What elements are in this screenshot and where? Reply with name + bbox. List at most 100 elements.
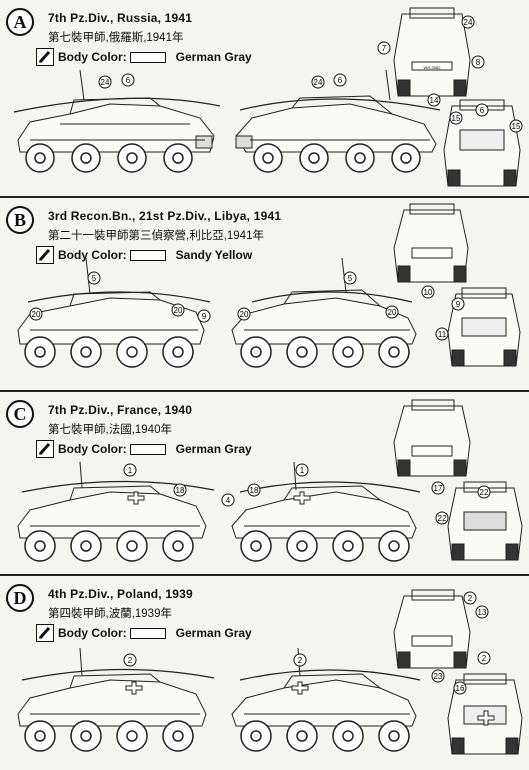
scheme-title: 7th Pz.Div., France, 1940 [48, 403, 193, 417]
body-color-label: Body Color: [58, 50, 127, 64]
svg-text:2: 2 [468, 594, 473, 603]
color-swatch [129, 627, 166, 639]
paint-brush-icon [36, 624, 54, 642]
callouts-b: 5 20 20 9 5 20 20 10 9 11 [29, 271, 465, 341]
svg-text:23: 23 [434, 672, 443, 681]
svg-text:24: 24 [101, 78, 110, 87]
body-color-name: German Gray [175, 626, 252, 640]
svg-text:18: 18 [250, 486, 259, 495]
svg-text:6: 6 [338, 76, 343, 85]
svg-text:8: 8 [476, 58, 481, 67]
scheme-subtitle: 第四裝甲師,波蘭,1939年 [48, 608, 172, 620]
svg-text:5: 5 [348, 274, 353, 283]
svg-text:5: 5 [92, 274, 97, 283]
side-view-right [231, 257, 417, 345]
svg-text:22: 22 [438, 514, 447, 523]
body-color-name: Sandy Yellow [175, 248, 253, 262]
svg-text:11: 11 [438, 330, 447, 339]
scheme-letter: C [6, 400, 34, 428]
svg-text:2: 2 [298, 656, 303, 665]
scheme-d-section: D 4th Pz.Div., Poland, 1939 第四裝甲師,波蘭,193… [0, 574, 529, 768]
svg-text:6: 6 [480, 106, 485, 115]
body-color-name: German Gray [175, 442, 252, 456]
color-swatch [129, 51, 166, 63]
body-color-line: Body Color: German Gray [36, 440, 252, 458]
svg-text:17: 17 [434, 484, 443, 493]
body-color-name: German Gray [175, 50, 252, 64]
scheme-b-section: B 3rd Recon.Bn., 21st Pz.Div., Libya, 19… [0, 196, 529, 390]
body-color-label: Body Color: [58, 626, 127, 640]
scheme-subtitle: 第七裝甲師,法國,1940年 [48, 424, 172, 436]
front-view-top [393, 589, 471, 669]
color-swatch [129, 443, 166, 455]
svg-text:24: 24 [314, 78, 323, 87]
side-view-left [17, 647, 215, 727]
scheme-letter: A [6, 8, 34, 36]
svg-text:13: 13 [478, 608, 487, 617]
license-plate-text: WH-3082 [424, 65, 442, 70]
scheme-title: 3rd Recon.Bn., 21st Pz.Div., Libya, 1941 [48, 209, 282, 223]
svg-text:9: 9 [202, 312, 207, 321]
wheels-b [24, 336, 410, 368]
rear-view-bottom [447, 481, 523, 561]
svg-text:20: 20 [174, 306, 183, 315]
svg-text:10: 10 [424, 288, 433, 297]
front-view-top [393, 399, 471, 477]
front-view-top [393, 7, 471, 97]
svg-text:20: 20 [240, 310, 249, 319]
wheels-c [24, 530, 410, 562]
scheme-title: 7th Pz.Div., Russia, 1941 [48, 11, 193, 25]
rear-view-bottom [447, 287, 521, 367]
svg-text:2: 2 [128, 656, 133, 665]
wheels-a [25, 143, 421, 173]
paint-brush-icon [36, 48, 54, 66]
paint-brush-icon [36, 440, 54, 458]
side-view-right [235, 69, 441, 153]
scheme-letter: B [6, 206, 34, 234]
svg-text:6: 6 [126, 76, 131, 85]
side-view-left [17, 257, 211, 345]
rear-view-bottom [447, 673, 523, 755]
scheme-a-section: A 7th Pz.Div., Russia, 1941 第七裝甲師,俄羅斯,19… [0, 0, 529, 195]
body-color-label: Body Color: [58, 248, 127, 262]
svg-text:20: 20 [32, 310, 41, 319]
svg-text:2: 2 [482, 654, 487, 663]
svg-text:9: 9 [456, 300, 461, 309]
vehicle-drawings-c: 1 18 1 4 18 17 22 22 [17, 399, 523, 562]
scheme-letter: D [6, 584, 34, 612]
side-view-right [231, 461, 421, 539]
svg-text:20: 20 [388, 308, 397, 317]
vehicle-drawings-d: 2 2 2 13 23 2 16 [17, 589, 523, 755]
side-view-right [231, 647, 421, 727]
svg-text:7: 7 [382, 44, 387, 53]
svg-text:1: 1 [128, 466, 133, 475]
svg-text:16: 16 [456, 684, 465, 693]
body-color-line: Body Color: German Gray [36, 624, 252, 642]
svg-text:15: 15 [512, 122, 521, 131]
svg-text:24: 24 [464, 18, 473, 27]
callouts-d: 2 2 2 13 23 2 16 [123, 591, 491, 695]
front-view-top [393, 203, 469, 283]
svg-text:1: 1 [300, 466, 305, 475]
body-color-label: Body Color: [58, 442, 127, 456]
scheme-title: 4th Pz.Div., Poland, 1939 [48, 587, 193, 601]
scheme-subtitle: 第七裝甲師,俄羅斯,1941年 [48, 32, 184, 44]
svg-text:14: 14 [430, 96, 439, 105]
body-color-line: Body Color: German Gray [36, 48, 252, 66]
color-swatch [129, 249, 166, 261]
svg-text:18: 18 [176, 486, 185, 495]
svg-text:15: 15 [452, 114, 461, 123]
svg-text:22: 22 [480, 488, 489, 497]
svg-text:4: 4 [226, 496, 231, 505]
scheme-subtitle: 第二十一裝甲師第三偵察營,利比亞,1941年 [48, 230, 264, 242]
vehicle-drawings-b: 5 20 20 9 5 20 20 10 9 11 [17, 203, 521, 368]
side-view-left [17, 461, 215, 539]
body-color-line: Body Color: Sandy Yellow [36, 246, 252, 264]
side-view-left [13, 69, 221, 153]
wheels-d [24, 720, 410, 752]
callouts-c: 1 18 1 4 18 17 22 22 [123, 463, 491, 525]
vehicle-drawings-a: 24 6 24 6 7 24 8 6 14 15 15 WH-3082 [13, 7, 523, 187]
scheme-c-section: C 7th Pz.Div., France, 1940 第七裝甲師,法國,194… [0, 390, 529, 574]
paint-brush-icon [36, 246, 54, 264]
